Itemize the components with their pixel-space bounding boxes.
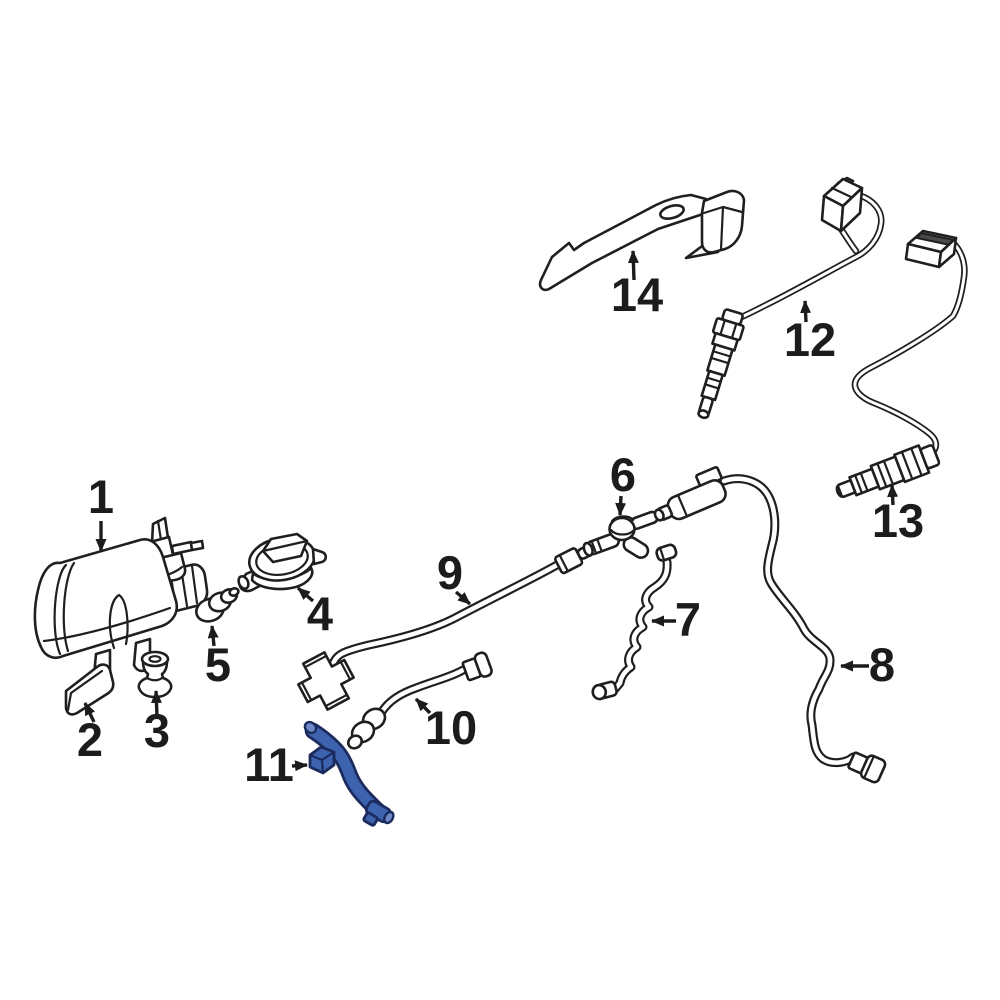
tube-10-end-fitting — [461, 651, 493, 682]
hose-7-bottom-fitting — [591, 680, 618, 701]
part-11-highlighted-vapor-hose — [303, 720, 395, 827]
part-5-sealing-plug — [195, 587, 240, 623]
part-3-rubber-grommet — [137, 650, 173, 699]
hose-11-end-stub — [362, 799, 395, 827]
part-14-label: 14 — [611, 268, 663, 321]
tube-9-cross-bracket — [297, 651, 355, 711]
part-4-label: 4 — [307, 587, 333, 640]
part-1-vapor-canister — [33, 516, 209, 684]
bracket-hole — [659, 204, 685, 220]
part-13-arrow — [887, 484, 899, 506]
part-10-arrow — [414, 697, 432, 715]
sensor-13-body — [835, 444, 941, 499]
part-4-arrow — [296, 586, 315, 603]
part-6-arrow — [615, 495, 627, 516]
part-14-mounting-bracket — [538, 189, 746, 292]
part-2-arrow — [83, 702, 96, 723]
hose-8-inline-valve — [653, 465, 727, 522]
part-11-arrow — [291, 760, 308, 772]
sensor-12-connector — [820, 176, 864, 233]
part-2-label: 2 — [77, 713, 103, 766]
pump-nub — [311, 547, 328, 566]
sensor-13-connector — [904, 229, 958, 269]
part-13-oxygen-sensor — [835, 229, 968, 499]
part-6-tee-fitting-valve — [582, 510, 659, 560]
part-9-arrow — [454, 590, 472, 606]
part-12-label: 12 — [784, 313, 836, 366]
part-7-short-vent-hose — [591, 543, 678, 701]
hose-8-end-fitting — [847, 751, 887, 784]
part-3-arrow — [150, 690, 162, 717]
part-8-label: 8 — [869, 638, 895, 691]
hose-7-top-fitting — [655, 543, 678, 562]
part-5-label: 5 — [205, 638, 231, 691]
part-10-vapor-tube-short — [346, 651, 493, 750]
part-2-canister-cover — [64, 663, 115, 716]
part-5-arrow — [207, 625, 219, 647]
part-1-label: 1 — [88, 470, 114, 523]
part-8-long-vent-hose — [653, 465, 887, 784]
callouts: 1 2 3 4 5 6 7 8 9 10 11 12 13 14 — [77, 250, 924, 791]
part-9-vapor-tube-long — [297, 544, 595, 711]
part-11-label: 11 — [244, 738, 294, 791]
part-9-label: 9 — [437, 546, 463, 599]
part-10-label: 10 — [425, 701, 477, 754]
part-12-oxygen-sensor — [697, 176, 885, 420]
part-6-label: 6 — [610, 448, 636, 501]
part-3-label: 3 — [144, 704, 170, 757]
part-4-leak-detection-pump — [237, 532, 328, 593]
hose-11-top-opening — [303, 720, 318, 735]
part-12-arrow — [800, 300, 812, 323]
part-7-label: 7 — [675, 593, 701, 646]
part-13-label: 13 — [872, 494, 924, 547]
part-14-arrow — [627, 250, 639, 281]
sensor-12-body — [697, 308, 745, 420]
